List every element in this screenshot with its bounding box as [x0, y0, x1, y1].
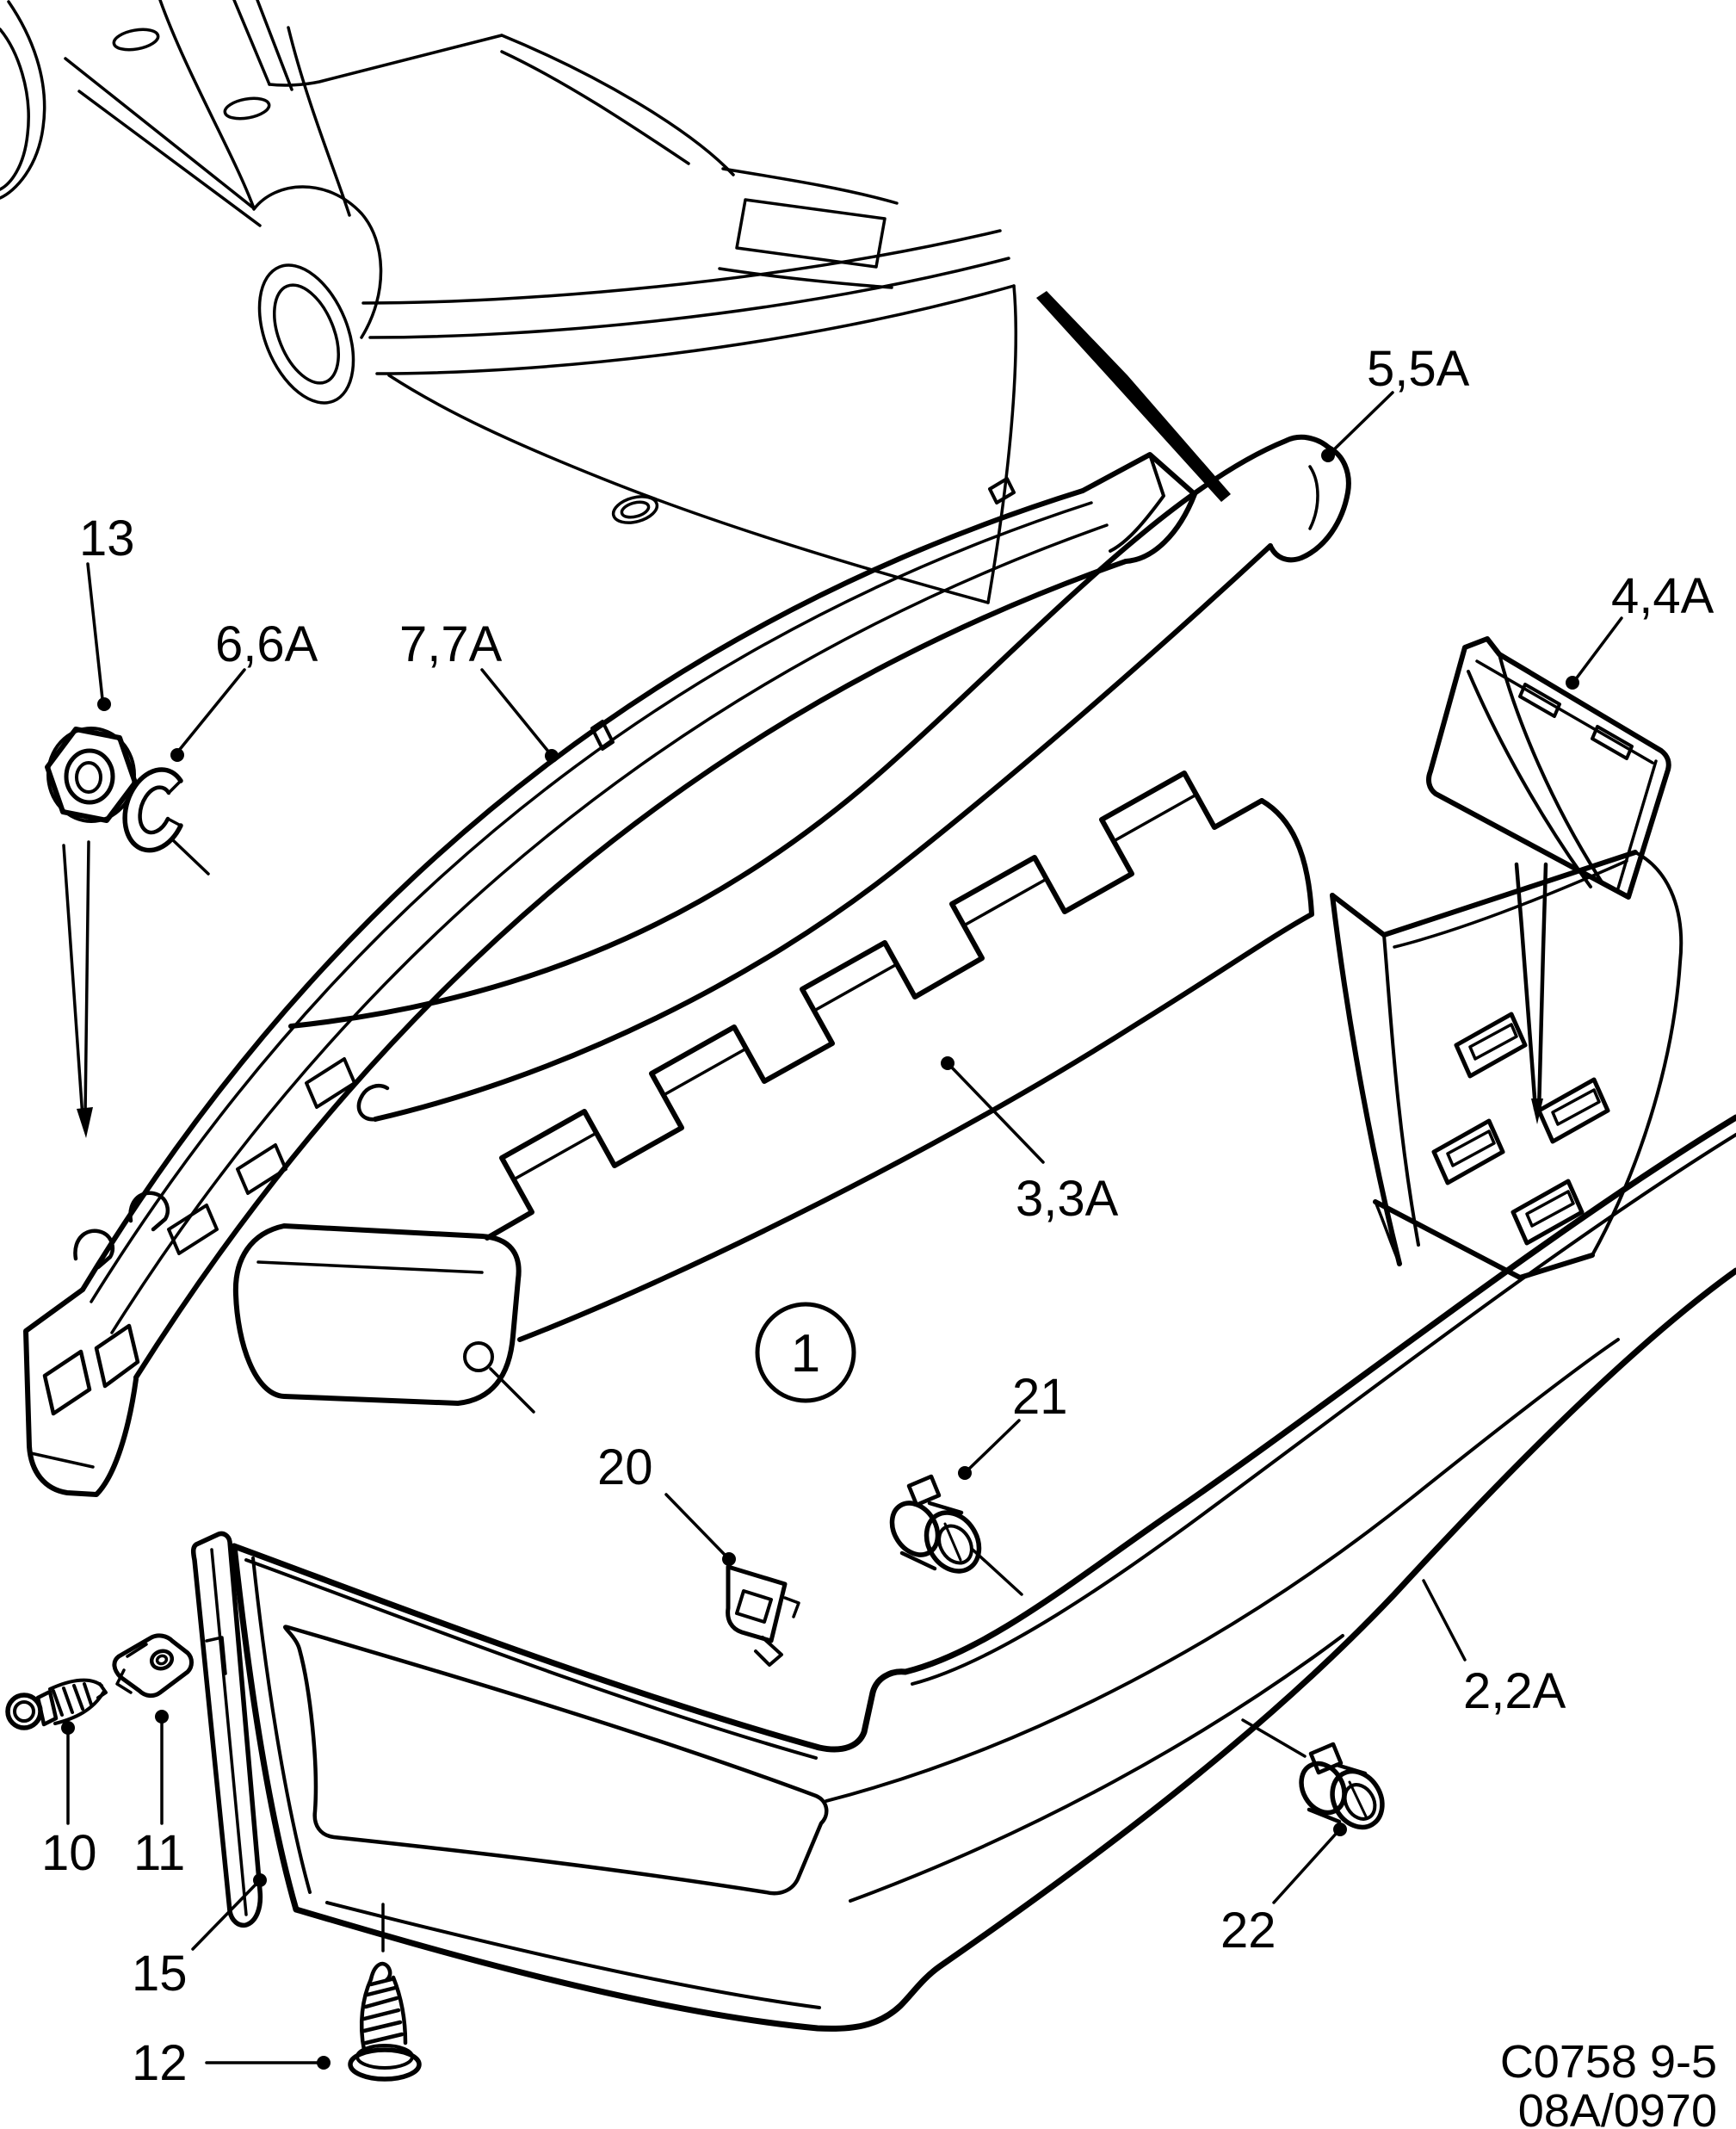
screw-10	[5, 1678, 108, 1730]
parking-sensor-22	[1299, 1742, 1385, 1830]
impact-absorber	[232, 771, 1314, 1414]
leader-13	[86, 562, 104, 701]
callout-4[interactable]: 4,4A	[1611, 568, 1714, 624]
assembly-marker: 1	[755, 1302, 856, 1403]
leader-dot-7	[545, 749, 559, 763]
callout-2[interactable]: 2,2A	[1463, 1663, 1566, 1719]
bumper-beam	[23, 452, 1197, 1497]
leader-7	[480, 668, 551, 754]
direction-arrow-foam	[1514, 862, 1548, 1124]
leader-dot-12	[317, 2056, 331, 2070]
callout-7[interactable]: 7,7A	[399, 616, 503, 672]
drawing-code-line2: 08A/0970	[1518, 2085, 1717, 2129]
leader-dot-3	[941, 1056, 954, 1070]
callout-20[interactable]: 20	[597, 1439, 653, 1495]
flange-nut-13	[45, 727, 138, 823]
leader-21	[966, 1419, 1021, 1472]
leader-dot-13	[97, 697, 111, 711]
leader-dot-15	[253, 1873, 267, 1887]
leader-4	[1573, 616, 1623, 682]
leader-dot-4	[1566, 676, 1579, 690]
callout-11[interactable]: 11	[133, 1825, 185, 1881]
drawing-code-line1: C0758 9-5	[1500, 2036, 1717, 2088]
leader-5	[1329, 391, 1394, 455]
callout-15[interactable]: 15	[132, 1946, 188, 2002]
lock-washer-6	[122, 767, 210, 876]
drawing-code-block: C0758 9-5 08A/0970	[1500, 2036, 1717, 2129]
callout-3[interactable]: 3,3A	[1016, 1171, 1119, 1227]
leader-20	[664, 1493, 728, 1558]
callout-1[interactable]: 1	[791, 1324, 820, 1383]
leader-22	[1272, 1830, 1339, 1904]
parking-sensor-21	[889, 1474, 982, 1574]
foam-spacer	[1426, 636, 1671, 900]
callout-5[interactable]: 5,5A	[1367, 341, 1470, 397]
bumper-cover	[231, 1114, 1736, 2032]
leader-lines	[61, 391, 1623, 2070]
leader-dot-20	[722, 1552, 736, 1566]
leader-15	[191, 1882, 258, 1951]
leader-6	[176, 668, 246, 754]
leader-dot-6	[170, 748, 184, 762]
callout-6[interactable]: 6,6A	[215, 616, 318, 672]
car-outline	[0, 0, 1018, 604]
side-bracket	[1330, 850, 1683, 1280]
leader-dot-10	[61, 1721, 75, 1735]
leader-dot-22	[1333, 1823, 1347, 1836]
clip-11	[112, 1633, 194, 1699]
sensor22-to-bumper-line	[1241, 1718, 1307, 1758]
spoiler-extension	[288, 434, 1351, 1122]
bracket-clip-20	[726, 1564, 800, 1667]
direction-arrow-nut	[62, 840, 93, 1138]
side-strip	[190, 1531, 263, 1928]
leader-dot-11	[155, 1710, 169, 1724]
sensor21-to-bumper-line	[970, 1547, 1023, 1596]
callout-labels: 13 6,6A 7,7A 5,5A 4,4A 3,3A 21 20 2,2A 1…	[41, 341, 1714, 2091]
screw-12	[348, 1961, 422, 2082]
callout-13[interactable]: 13	[79, 511, 135, 566]
leader-dot-5	[1321, 449, 1335, 462]
assembly-circle	[755, 1302, 856, 1403]
callout-10[interactable]: 10	[41, 1825, 97, 1881]
callout-21[interactable]: 21	[1012, 1369, 1068, 1425]
leader-dot-21	[958, 1466, 972, 1480]
direction-arrow-top	[1036, 291, 1231, 502]
leader-2	[1422, 1579, 1467, 1662]
leader-3	[948, 1064, 1045, 1164]
callout-12[interactable]: 12	[132, 2035, 188, 2091]
callout-22[interactable]: 22	[1220, 1903, 1276, 1959]
